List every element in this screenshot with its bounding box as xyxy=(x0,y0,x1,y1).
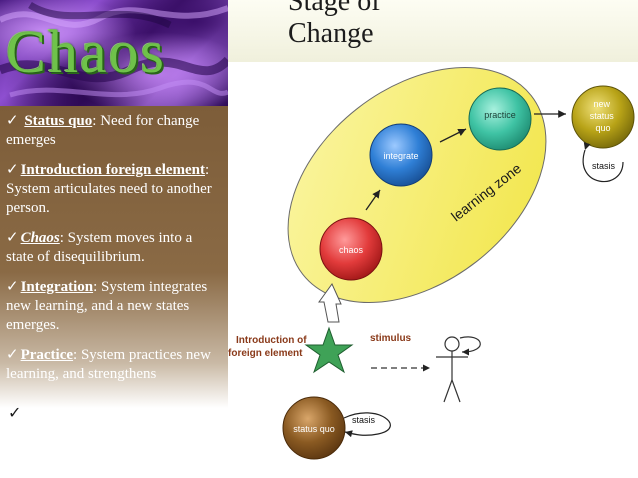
person-icon xyxy=(436,336,468,403)
check-icon: ✓ xyxy=(6,279,19,295)
title-line-2: Change xyxy=(288,18,374,49)
bullet-term: Practice xyxy=(20,347,74,363)
new-label-line-1: new xyxy=(593,99,610,109)
double-arrow-up xyxy=(318,283,342,323)
bullet-term: Introduction foreign element xyxy=(20,162,206,178)
node-status-quo-label: status quo xyxy=(293,424,335,434)
node-integrate-label: integrate xyxy=(383,151,418,161)
node-new-status-quo-label: new status quo xyxy=(590,99,617,133)
empty-bullet-check-icon: ✓ xyxy=(8,403,22,422)
chaos-banner-image: Chaos xyxy=(0,0,228,106)
node-status-quo: status quo xyxy=(282,396,346,460)
bullet-term: Status quo xyxy=(24,113,93,129)
stasis-loop-bottom xyxy=(343,412,391,438)
bullet-text: : System practices new learning, and str… xyxy=(6,347,211,382)
bullet-text: : Need for change emerges xyxy=(6,113,200,148)
bullet-status-quo: ✓ Status quo: Need for change emerges xyxy=(6,112,222,150)
stasis-loop-top xyxy=(582,142,624,183)
arrow-integrate-practice xyxy=(439,128,467,143)
text-panel: ✓ Status quo: Need for change emerges ✓I… xyxy=(0,106,228,408)
bullet-chaos: ✓Chaos: System moves into a state of dis… xyxy=(6,229,222,267)
new-label-line-2: status xyxy=(590,111,615,121)
bullet-term: Chaos xyxy=(20,230,60,246)
bullet-term: Integration xyxy=(20,279,94,295)
intro-label-line-2: foreign element xyxy=(228,348,303,359)
check-icon: ✓ xyxy=(6,113,19,129)
title-line-1: Stage of xyxy=(288,0,381,17)
node-practice: practice xyxy=(468,87,532,151)
node-chaos-label: chaos xyxy=(339,245,364,255)
person-loop-arrow xyxy=(459,336,481,356)
stimulus-label: stimulus xyxy=(370,333,412,344)
bullet-introduction: ✓Introduction foreign element: System ar… xyxy=(6,161,222,218)
swirl-texture xyxy=(0,1,228,98)
bullet-text: : System integrates new learning, and a … xyxy=(6,279,208,333)
arrow-chaos-integrate xyxy=(365,189,381,211)
slide-title: Stage of Change xyxy=(288,0,381,50)
bullet-text: : System articulates need to another per… xyxy=(6,162,212,216)
check-icon: ✓ xyxy=(6,347,19,363)
title-band xyxy=(228,0,638,62)
node-chaos: chaos xyxy=(319,217,383,281)
learning-zone-ellipse xyxy=(287,66,547,304)
star-icon xyxy=(304,326,354,374)
bullet-text: : System moves into a state of disequili… xyxy=(6,230,193,265)
bullet-integration: ✓Integration: System integrates new lear… xyxy=(6,278,222,335)
intro-label-line-1: Introduction of xyxy=(236,335,307,346)
node-new-status-quo: new status quo xyxy=(571,85,635,149)
node-integrate: integrate xyxy=(369,123,433,187)
bullet-list: ✓ Status quo: Need for change emerges ✓I… xyxy=(0,106,228,384)
stasis-top-label: stasis xyxy=(592,161,616,171)
check-icon: ✓ xyxy=(6,230,19,246)
stasis-bottom-label: stasis xyxy=(352,415,376,425)
node-practice-label: practice xyxy=(484,110,516,120)
bullet-practice: ✓Practice: System practices new learning… xyxy=(6,346,222,384)
intro-label: Introduction of foreign element xyxy=(228,335,309,359)
chaos-banner-word: Chaos xyxy=(6,19,166,85)
stages-diagram: learning zone chaos integrate practice n… xyxy=(228,66,635,460)
new-label-line-3: quo xyxy=(595,123,610,133)
check-icon: ✓ xyxy=(6,162,19,178)
